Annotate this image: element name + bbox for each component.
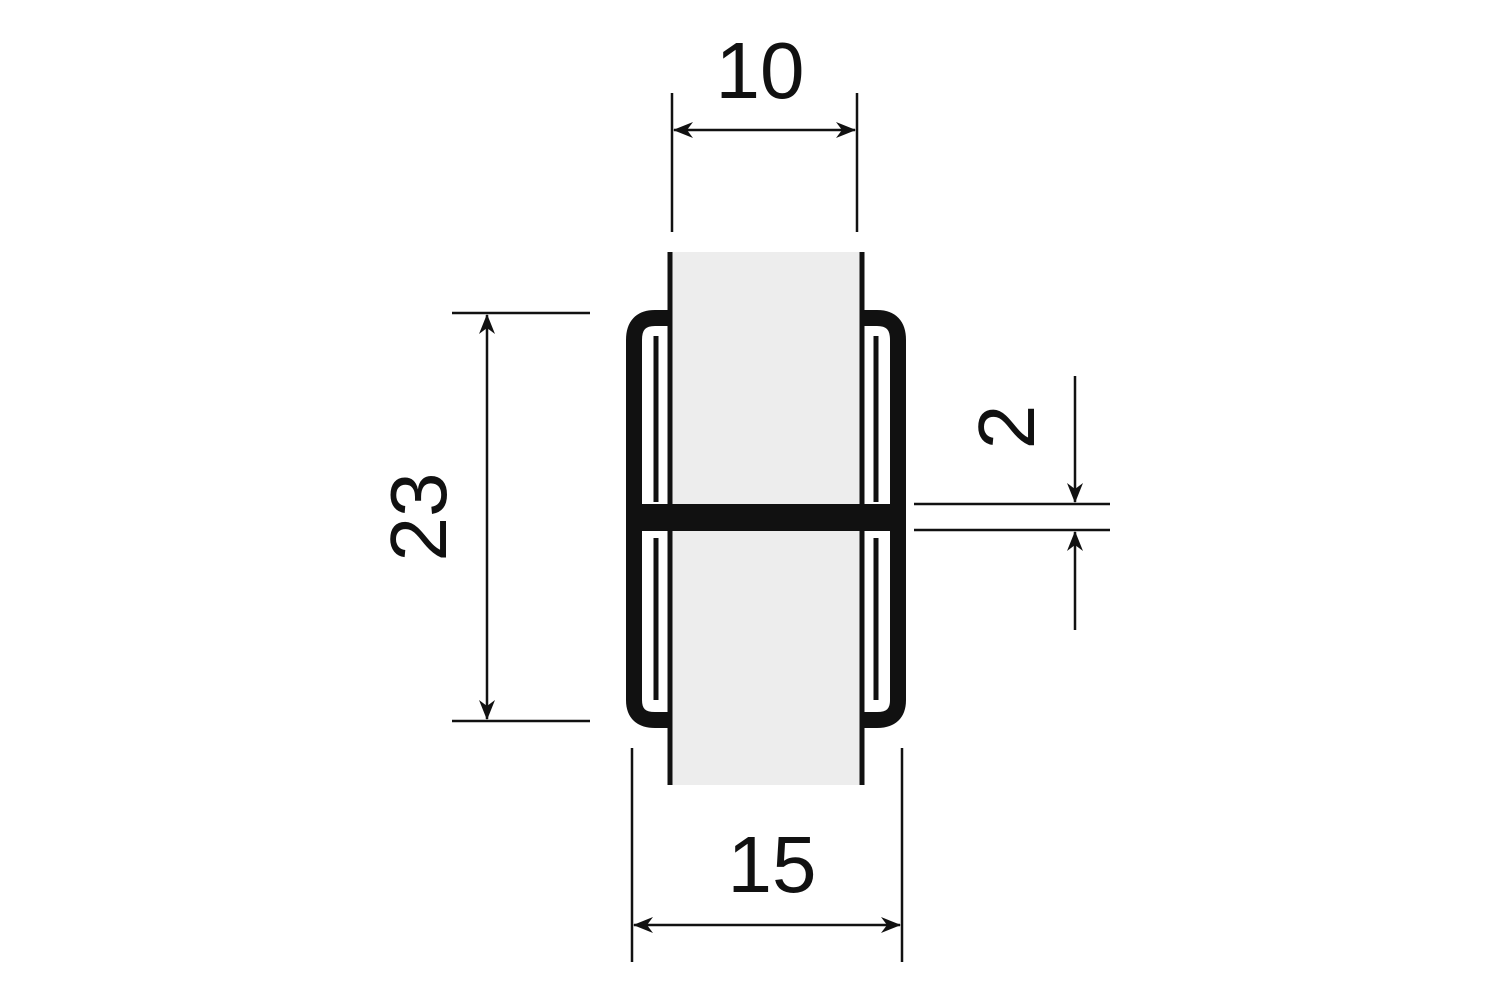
h-profile-web <box>634 504 898 531</box>
dimension-top-width <box>670 93 859 232</box>
dimension-bottom-width <box>630 748 904 962</box>
glass-panels <box>667 252 865 785</box>
h-profile <box>626 310 906 728</box>
glass-panel-upper <box>670 252 862 512</box>
dimension-label-thickness: 2 <box>962 405 1051 450</box>
dimension-thickness <box>914 376 1110 630</box>
dimension-label-height: 23 <box>374 473 463 562</box>
dimension-label-bottom-width: 15 <box>728 820 817 909</box>
glass-panel-lower <box>670 530 862 785</box>
dimension-label-top-width: 10 <box>716 26 805 115</box>
dimension-height <box>452 311 590 723</box>
